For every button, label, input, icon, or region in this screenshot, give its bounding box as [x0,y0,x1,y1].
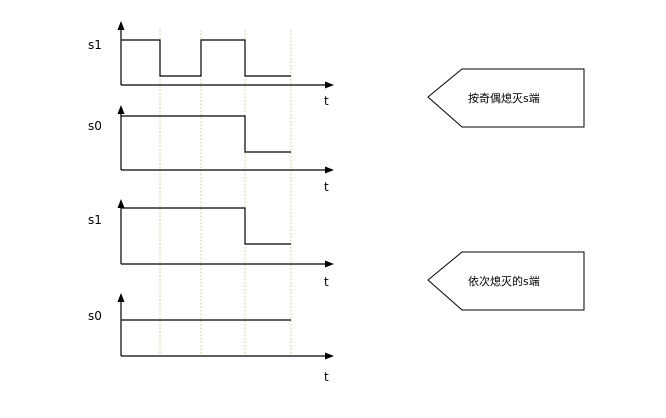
axis-label-t: t [324,275,329,289]
callout-text: 依次熄灭的s端 [468,274,540,288]
x-axis-arrow [325,260,334,268]
signal-label: s1 [88,213,102,227]
waveform-panel-2: s0 t [88,105,334,194]
callout-sequential: 依次熄灭的s端 [427,251,585,311]
callout-pentagon-shape [427,68,585,128]
y-axis-arrow [117,199,125,208]
signal-label: s1 [88,38,102,52]
x-axis-arrow [325,352,334,360]
waveform-trace [121,207,291,245]
waveform-trace [121,115,291,153]
axis-label-t: t [324,94,329,108]
callout-text: 按奇偶熄灭s端 [468,91,540,105]
y-axis-arrow [117,21,125,30]
waveform-panel-3: s1 t [88,199,334,289]
waveform-panel-1: s1 t [88,21,334,108]
waveform-trace [121,39,291,77]
callout-pentagon-shape [427,251,585,311]
waveform-panel-4: s0 t [88,293,334,384]
x-axis-arrow [325,166,334,174]
axis-label-t: t [324,180,329,194]
axis-label-t: t [324,370,329,384]
guide-lines [159,30,292,356]
y-axis-arrow [117,293,125,302]
y-axis-arrow [117,105,125,114]
x-axis-arrow [325,81,334,89]
signal-label: s0 [88,119,102,133]
signal-label: s0 [88,309,102,323]
callout-odd-even: 按奇偶熄灭s端 [427,68,585,128]
